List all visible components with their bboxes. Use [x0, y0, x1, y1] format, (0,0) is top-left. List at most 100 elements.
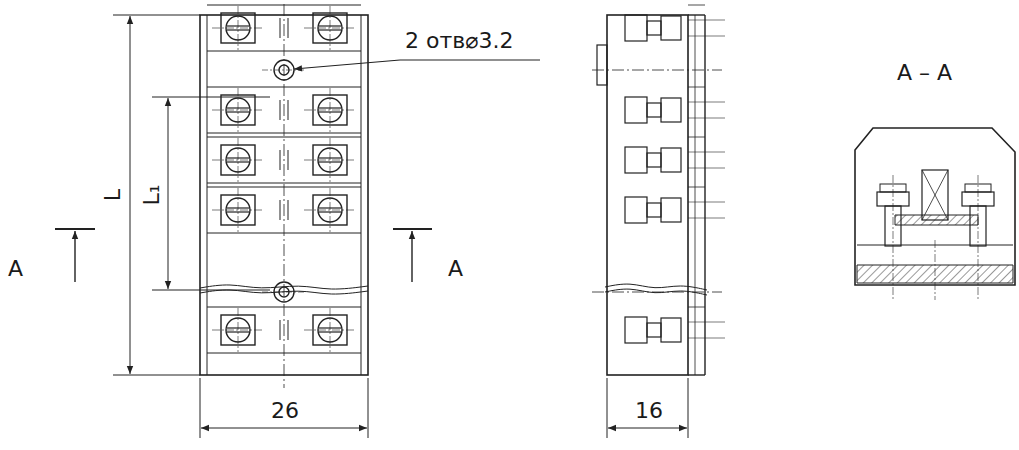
screw-shank: [647, 21, 661, 35]
section-arrow: [74, 231, 75, 282]
screw-shank: [647, 103, 661, 117]
rib-cross: [922, 170, 948, 220]
center-line: [688, 338, 725, 339]
extension-line: [113, 15, 200, 16]
center-line: [893, 175, 894, 300]
partition: [288, 18, 289, 38]
break-line: [200, 285, 368, 289]
center-line: [688, 322, 725, 323]
leader-line: [294, 60, 400, 69]
dimension-line: [130, 16, 131, 374]
center-line: [688, 118, 725, 119]
center-line: [688, 152, 725, 153]
center-line: [688, 202, 725, 203]
cell-divider: [207, 5, 361, 6]
center-line: [238, 88, 239, 132]
screw-head-side: [625, 197, 647, 223]
screw-shank-section: [885, 206, 901, 246]
center-line: [262, 70, 306, 71]
screw-head-side: [625, 15, 647, 41]
cell-divider: [207, 51, 361, 52]
center-line: [978, 175, 979, 300]
dimension-label: L: [102, 189, 124, 201]
break-line: [200, 290, 368, 294]
center-line: [330, 308, 331, 352]
step: [688, 87, 705, 88]
step: [688, 137, 705, 138]
section-arrow: [411, 231, 412, 282]
section-line: [55, 228, 95, 230]
screw-head-side: [625, 317, 647, 343]
extension-line: [200, 378, 201, 438]
clamp-side: [661, 318, 681, 342]
center-line: [238, 138, 239, 182]
extension-line: [368, 378, 369, 438]
dimension-label: 26: [271, 400, 299, 422]
section-mark: A: [448, 258, 463, 280]
clamp-side: [661, 16, 681, 40]
center-line: [330, 6, 331, 50]
side-wall: [207, 15, 208, 375]
side-wall: [361, 15, 362, 375]
dimension-line: [608, 428, 687, 429]
outline: [688, 374, 705, 375]
extension-line: [607, 378, 608, 438]
screw-shank-section: [970, 206, 986, 246]
cell-divider: [207, 137, 361, 138]
section-title: A – A: [897, 62, 952, 84]
rib-cross: [922, 170, 948, 220]
screw-shank: [647, 153, 661, 167]
center-line: [238, 6, 239, 50]
dimension-line: [201, 428, 367, 429]
partition: [280, 320, 281, 340]
cell-divider: [207, 133, 361, 134]
center-line: [330, 188, 331, 232]
cell-divider: [207, 87, 361, 88]
center-line: [688, 168, 725, 169]
center-rib: [922, 170, 948, 220]
dimension-line: [168, 98, 169, 289]
partition: [288, 200, 289, 220]
block-side: [607, 15, 688, 375]
dimension-label: L₁: [141, 184, 163, 205]
extension-line: [152, 97, 270, 98]
partition: [280, 100, 281, 120]
step: [688, 307, 705, 308]
center-line: [284, 4, 285, 388]
clamp-side: [661, 148, 681, 172]
center-line: [688, 20, 725, 21]
drawing-part: [55, 4, 1015, 438]
partition: [280, 18, 281, 38]
cell-divider: [207, 233, 361, 234]
step: [688, 5, 705, 6]
cell-divider: [207, 183, 361, 184]
center-line: [330, 138, 331, 182]
leader-line: [400, 59, 540, 60]
break-line: [605, 289, 707, 295]
mounting-boss: [597, 45, 607, 85]
base-line: [857, 245, 1013, 246]
center-line: [238, 308, 239, 352]
outline: [688, 14, 705, 15]
center-line: [688, 218, 725, 219]
partition: [288, 150, 289, 170]
clamp-side: [661, 198, 681, 222]
clamp-side: [661, 98, 681, 122]
outline: [695, 15, 696, 375]
center-line: [688, 102, 725, 103]
extension-line: [152, 290, 270, 291]
outline: [704, 15, 705, 375]
center-line: [238, 188, 239, 232]
dimension-label: 16: [635, 400, 663, 422]
screw-head-side: [625, 147, 647, 173]
section-line: [393, 228, 432, 230]
screw-shank: [647, 203, 661, 217]
partition: [280, 150, 281, 170]
center-line: [592, 70, 722, 71]
screw-head-side: [625, 97, 647, 123]
cell-divider: [207, 187, 361, 188]
center-line: [688, 36, 725, 37]
screw-shank: [647, 323, 661, 337]
partition: [288, 320, 289, 340]
